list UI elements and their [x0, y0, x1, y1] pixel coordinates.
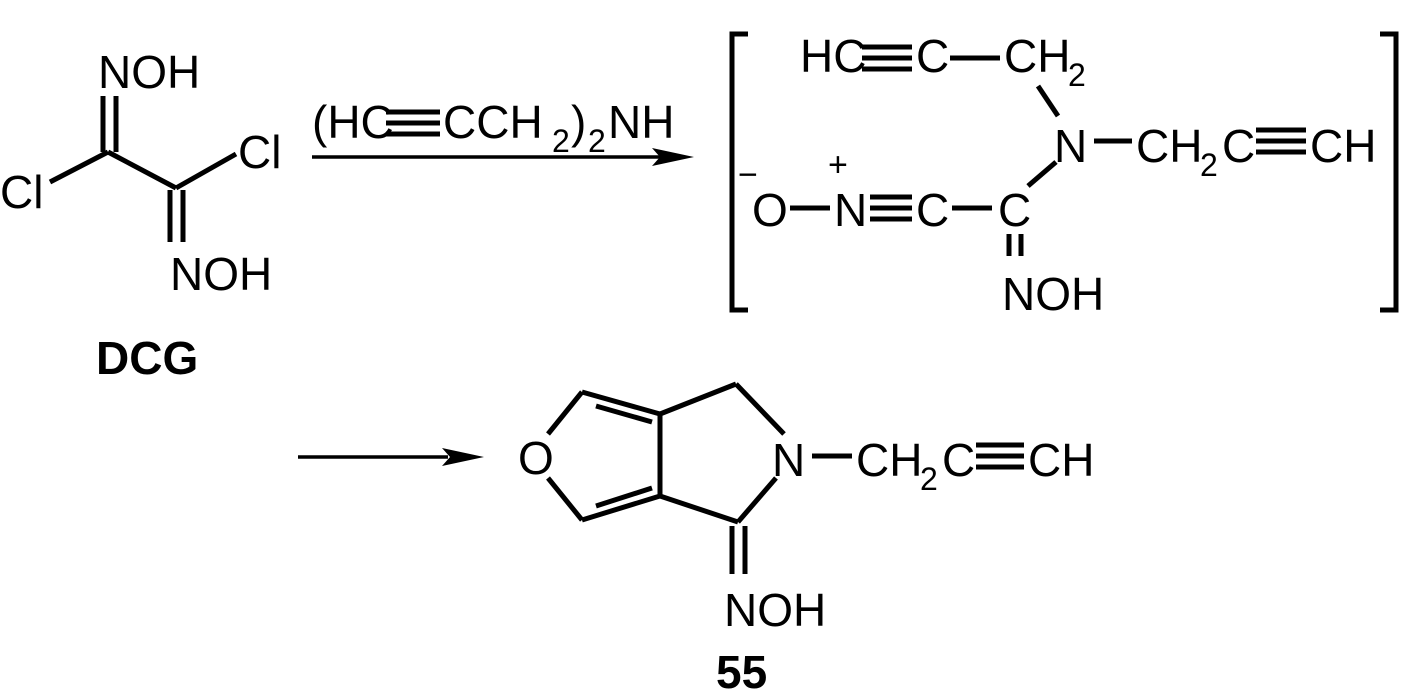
int-noh: NOH	[1002, 268, 1104, 320]
dcg-bond-cl-left	[48, 149, 110, 185]
bracket-right	[1380, 31, 1399, 313]
int-o: O	[752, 184, 788, 236]
dcg-label: DCG	[96, 332, 198, 384]
dcg-bond-c-c	[106, 149, 178, 191]
int-bond-c2-n	[1026, 160, 1058, 188]
reagent-close: )	[571, 96, 586, 148]
reagent-label: (HC CCH 2 ) 2 NH	[312, 96, 674, 159]
prod-n: N	[772, 434, 805, 486]
prod-bond-top	[581, 389, 661, 417]
prod-bond-ch2-n	[734, 382, 786, 436]
int-triple-bond-top	[862, 44, 912, 72]
dcg-noh-top: NOH	[98, 46, 200, 98]
dcg-structure: NOH Cl Cl NOH DCG	[0, 46, 281, 384]
int-hc: HC	[800, 30, 866, 82]
reagent-triple-bond	[386, 109, 440, 137]
reagent-mid: CCH	[443, 96, 543, 148]
int-c2: C	[998, 184, 1031, 236]
intermediate-structure: HC C CH 2 N CH 2 C CH − O + N	[729, 30, 1399, 320]
arrow-step-2	[298, 448, 484, 466]
prod-o: O	[518, 432, 554, 484]
int-c-top: C	[916, 30, 949, 82]
prod-bond-bottom-inner	[595, 485, 653, 509]
int-ch2-top-sub: 2	[1068, 57, 1086, 93]
int-ch2-right: CH	[1136, 120, 1202, 172]
int-n-plus: N	[834, 184, 867, 236]
int-c1: C	[916, 184, 949, 236]
reagent-open: (HC	[312, 96, 394, 148]
product-structure: O N CH 2 C CH NOH 55	[518, 381, 1094, 692]
int-bond-ch2-n	[1035, 84, 1061, 118]
prod-c: C	[942, 434, 975, 486]
prod-ch2: CH	[856, 434, 922, 486]
dcg-noh-bottom: NOH	[170, 248, 272, 300]
prod-triple-bond	[976, 442, 1024, 470]
int-triple-bond-cno	[870, 194, 912, 222]
reagent-sub-a: 2	[552, 123, 570, 159]
prod-bond-cn-n	[736, 476, 778, 524]
int-c-right: C	[1222, 120, 1255, 172]
prod-noh: NOH	[724, 584, 826, 636]
int-ch2-top: CH	[1004, 30, 1070, 82]
prod-ch: CH	[1028, 434, 1094, 486]
reagent-sub-b: 2	[588, 123, 606, 159]
prod-ch2-sub: 2	[920, 461, 938, 497]
prod-bond-c-ch2	[659, 381, 737, 417]
int-plus: +	[828, 146, 848, 184]
dcg-cl-left: Cl	[0, 166, 43, 218]
dcg-bond-cl-right	[174, 151, 238, 191]
int-ch2-right-sub: 2	[1200, 147, 1218, 183]
bracket-left	[729, 31, 748, 313]
reagent-nh: NH	[608, 96, 674, 148]
prod-bond-c-cn	[659, 493, 739, 525]
int-minus: −	[738, 156, 758, 194]
int-triple-bond-right	[1256, 127, 1306, 155]
product-label: 55	[716, 646, 767, 692]
dcg-cl-right: Cl	[238, 126, 281, 178]
int-ch-right: CH	[1310, 120, 1376, 172]
prod-bond-bottom	[581, 493, 661, 523]
arrow-step-1	[312, 148, 694, 166]
int-n: N	[1054, 120, 1087, 172]
prod-bond-o-c-bottom	[546, 476, 584, 522]
prod-bond-o-c-top	[546, 390, 584, 436]
prod-bond-top-inner	[595, 403, 653, 425]
